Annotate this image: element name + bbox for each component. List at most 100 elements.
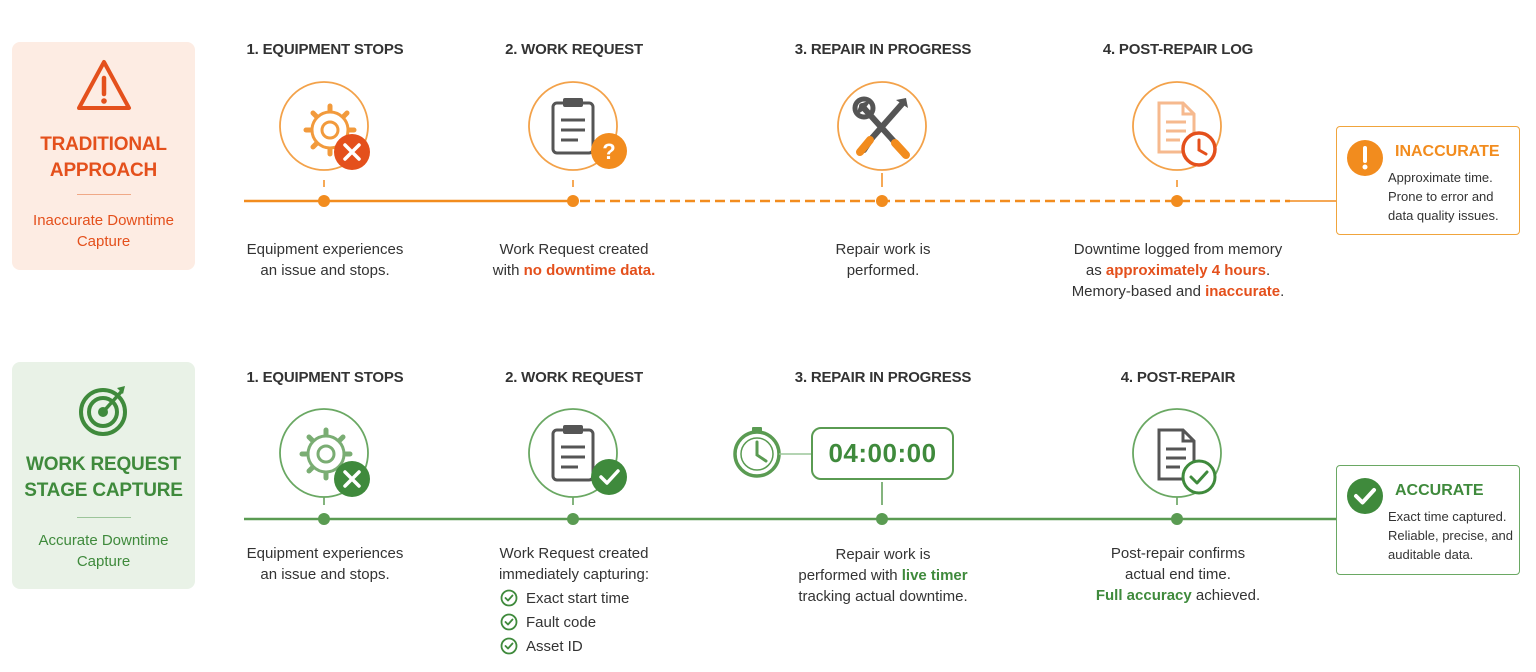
wr-check-icon: [591, 459, 627, 495]
inaccurate-text-line3: data quality issues.: [1388, 208, 1499, 223]
trad-step2-caption-line2: with no downtime data.: [424, 260, 724, 281]
traditional-panel: TRADITIONAL APPROACH Inaccurate Downtime…: [12, 42, 195, 270]
work-request-panel: WORK REQUEST STAGE CAPTURE Accurate Down…: [12, 362, 195, 589]
trad-dot-3: [876, 195, 888, 207]
traditional-subtitle-line1: Inaccurate Downtime: [33, 212, 174, 229]
wr-dot-4: [1171, 513, 1183, 525]
work-request-divider: [77, 517, 131, 518]
traditional-title-line1: TRADITIONAL: [40, 134, 167, 155]
wr-clipboard-icon: [551, 425, 595, 482]
trad-step1-label: 1. EQUIPMENT STOPS: [246, 41, 404, 58]
trad-step4-caption-line3: Memory-based and inaccurate.: [1028, 281, 1328, 302]
inaccurate-result-box: INACCURATE Approximate time. Prone to er…: [1336, 126, 1520, 235]
check-circle-icon: [500, 613, 518, 631]
trad-step3-caption-line1: Repair work is: [835, 241, 931, 258]
trad-step2-caption-highlight: no downtime data.: [523, 262, 656, 279]
checklist-item-label: Asset ID: [526, 637, 583, 655]
wr-step3-caption: Repair work is performed with live timer…: [733, 544, 1033, 607]
wr-error-x-icon: [334, 461, 370, 497]
trad-step4-caption-line1: Downtime logged from memory: [1073, 241, 1283, 258]
target-icon: [78, 386, 127, 436]
wr-step4-caption: Post-repair confirms actual end time. Fu…: [1028, 543, 1328, 606]
trad-step4-caption-line3-post: .: [1280, 283, 1285, 300]
wr-step3-label: 3. REPAIR IN PROGRESS: [794, 369, 972, 386]
work-request-subtitle: Accurate Downtime Capture: [12, 530, 195, 572]
checklist-item: Asset ID: [500, 634, 700, 658]
wr-step1-caption-line2: an issue and stops.: [260, 566, 390, 583]
wr-step4-label: 4. POST-REPAIR: [1120, 369, 1236, 386]
wr-step3-caption-line2: performed with live timer: [733, 565, 1033, 586]
checkmark-icon: [1347, 478, 1383, 514]
work-request-subtitle-line1: Accurate Downtime: [38, 532, 169, 549]
trad-dot-1: [318, 195, 330, 207]
trad-tools-icon: [852, 96, 910, 159]
wr-step3-caption-highlight: live timer: [901, 567, 968, 584]
wr-dot-1: [318, 513, 330, 525]
trad-step3-caption-line2: performed.: [846, 262, 920, 279]
work-request-title-line1: WORK REQUEST: [26, 454, 181, 475]
trad-step4-label: 4. POST-REPAIR LOG: [1102, 41, 1254, 58]
inaccurate-text: Approximate time. Prone to error and dat…: [1388, 168, 1518, 225]
trad-step4-caption-line2: as approximately 4 hours.: [1028, 260, 1328, 281]
captured-fields-checklist: Exact start time Fault code Asset ID: [500, 586, 700, 658]
inaccurate-text-line1: Approximate time.: [1388, 170, 1493, 185]
traditional-title: TRADITIONAL APPROACH: [12, 132, 195, 184]
accurate-result-box: ACCURATE Exact time captured. Reliable, …: [1336, 465, 1520, 575]
wr-gear-icon: [299, 427, 353, 481]
trad-clipboard-icon: [551, 98, 595, 155]
traditional-title-line2: APPROACH: [49, 160, 158, 181]
traditional-subtitle: Inaccurate Downtime Capture: [12, 210, 195, 252]
trad-step1-caption-line2: an issue and stops.: [260, 262, 390, 279]
trad-step4-caption-line2-pre: as: [1085, 262, 1106, 279]
wr-dot-2: [567, 513, 579, 525]
trad-error-x-icon: [334, 134, 370, 170]
wr-step4-caption-highlight: Full accuracy: [1095, 587, 1192, 604]
wr-step4-caption-line2: actual end time.: [1125, 566, 1231, 583]
wr-step1-caption-line1: Equipment experiences: [246, 545, 404, 562]
trad-step2-caption-line1: Work Request created: [499, 241, 649, 258]
checklist-item: Fault code: [500, 610, 700, 634]
traditional-divider: [77, 194, 131, 195]
wr-step4-caption-line1: Post-repair confirms: [1110, 545, 1246, 562]
trad-question-icon: ?: [591, 133, 627, 169]
check-circle-icon: [500, 589, 518, 607]
inaccurate-title: INACCURATE: [1395, 143, 1500, 160]
wr-step3-caption-line2-pre: performed with: [798, 567, 902, 584]
trad-step4-caption-highlight-1: approximately 4 hours: [1105, 262, 1266, 279]
wr-step3-caption-line1: Repair work is: [835, 546, 931, 563]
warning-icon: [76, 60, 131, 110]
checklist-item-label: Fault code: [526, 613, 597, 631]
accurate-text: Exact time captured. Reliable, precise, …: [1388, 507, 1518, 564]
accurate-title: ACCURATE: [1395, 482, 1484, 499]
checklist-item: Exact start time: [500, 586, 700, 610]
work-request-title-line2: STAGE CAPTURE: [24, 480, 183, 501]
traditional-subtitle-line2: Capture: [76, 233, 131, 250]
check-circle-icon: [500, 637, 518, 655]
wr-step2-label: 2. WORK REQUEST: [505, 369, 643, 386]
trad-step4-caption: Downtime logged from memory as approxima…: [1028, 239, 1328, 302]
live-timer-display: 04:00:00: [811, 427, 954, 480]
trad-step2-caption: Work Request created with no downtime da…: [424, 239, 724, 281]
accurate-text-line2: Reliable, precise, and: [1388, 528, 1514, 543]
wr-step3-caption-line3: tracking actual downtime.: [798, 588, 968, 605]
svg-text:?: ?: [602, 139, 615, 164]
wr-step1-caption: Equipment experiences an issue and stops…: [175, 543, 475, 585]
trad-dot-2: [567, 195, 579, 207]
trad-step1-caption: Equipment experiences an issue and stops…: [175, 239, 475, 281]
wr-dot-3: [876, 513, 888, 525]
wr-step4-caption-line3-post: achieved.: [1191, 587, 1261, 604]
trad-step4-caption-line3-pre: Memory-based and: [1071, 283, 1206, 300]
trad-step1-caption-line1: Equipment experiences: [246, 241, 404, 258]
trad-clock-icon: [1181, 131, 1217, 167]
trad-step4-caption-highlight-2: inaccurate: [1205, 283, 1281, 300]
trad-step2-caption-line2-pre: with: [492, 262, 524, 279]
work-request-subtitle-line2: Capture: [76, 553, 131, 570]
accurate-text-line1: Exact time captured.: [1388, 509, 1507, 524]
wr-stopwatch-icon: [733, 427, 811, 478]
wr-step2-caption: Work Request created immediately capturi…: [424, 543, 724, 585]
trad-step4-caption-line2-post: .: [1265, 262, 1271, 279]
wr-doc-check-icon: [1181, 459, 1217, 495]
wr-step1-label: 1. EQUIPMENT STOPS: [246, 369, 404, 386]
trad-dot-4: [1171, 195, 1183, 207]
